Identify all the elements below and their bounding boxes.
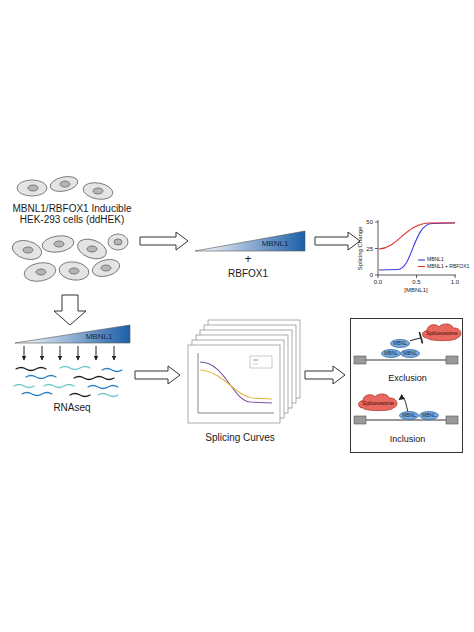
- spliceosome-cloud: Spliceosome: [421, 323, 463, 341]
- node-text: MBNL: [419, 413, 439, 419]
- node-text: MBNL1: [247, 240, 303, 249]
- node-text: MBNL1: [71, 333, 127, 342]
- tick-label: 0.5: [407, 279, 427, 286]
- curve-cards: [188, 320, 300, 423]
- tick-label: 50: [358, 219, 373, 226]
- mechanism-box: ExclusionInclusionMBNLMBNLMBNLSpliceosom…: [350, 318, 463, 453]
- gradient-wedge: MBNL1: [15, 325, 130, 343]
- splicing-chart: [375, 220, 456, 278]
- mbnl-protein: MBNL: [381, 349, 401, 358]
- gradient-wedge-outline: [15, 325, 130, 343]
- mbnl-protein: MBNL: [419, 411, 439, 420]
- plus-sign: +: [238, 253, 258, 266]
- node-text: Spliceosome: [423, 330, 461, 336]
- node-text: Inclusion: [351, 435, 464, 445]
- mbnl-protein: MBNL: [400, 349, 420, 358]
- connector: [399, 398, 408, 411]
- gradient-wedge-outline: [195, 231, 305, 251]
- node-text: MBNL: [399, 413, 419, 419]
- cell-line-caption: MBNL1/RBFOX1 Inducible HEK-293 cells (dd…: [8, 203, 136, 225]
- hek-cells: [10, 174, 128, 283]
- axis-title: [MBNL1]: [396, 287, 436, 294]
- node-text: Spliceosome: [359, 400, 397, 406]
- axis-title: Splicing Change: [357, 218, 364, 278]
- node-text: MBNL: [390, 341, 410, 347]
- mbnl-protein: MBNL: [390, 339, 410, 348]
- step-label: RNAseq: [32, 402, 112, 413]
- legend-entry: MBNL1 + RBFOX1: [427, 264, 469, 270]
- rna-reads: [14, 367, 122, 397]
- spliceosome-cloud: Spliceosome: [357, 393, 399, 411]
- factor-name: RBFOX1: [218, 268, 278, 279]
- tick-label: 1.0: [445, 279, 465, 286]
- node-text: MBNL: [381, 351, 401, 357]
- mbnl-protein: MBNL: [399, 411, 419, 420]
- node-text: MBNL: [400, 351, 420, 357]
- tick-label: 0.0: [368, 279, 388, 286]
- step-label: Splicing Curves: [180, 432, 300, 443]
- connector: [410, 338, 421, 341]
- gradient-wedge: MBNL1: [195, 231, 305, 251]
- tick-label: 0: [358, 272, 373, 279]
- node-text: Exclusion: [351, 374, 464, 384]
- read-arrows: [24, 346, 114, 360]
- pre-mrna: [354, 356, 458, 424]
- legend-entry: MBNL1: [427, 257, 444, 263]
